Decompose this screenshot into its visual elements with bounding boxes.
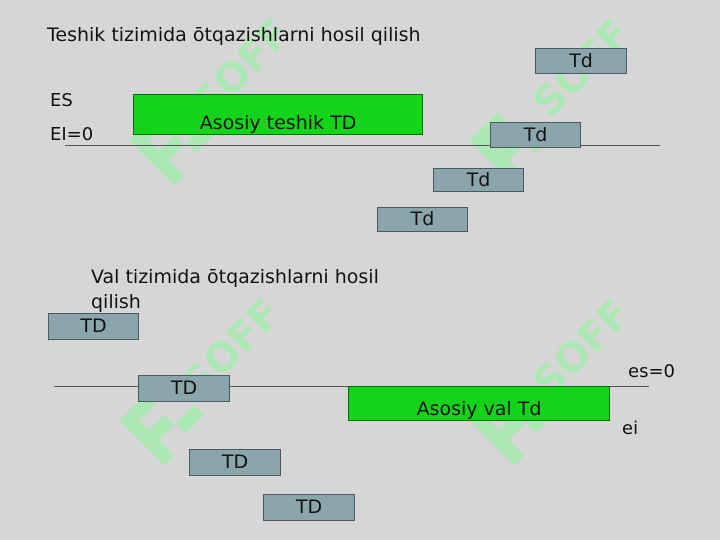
hole-fit-zone-label: Td <box>569 49 593 72</box>
shaft-ei-label: ei <box>622 418 639 439</box>
shaft-fit-zone-label: TD <box>295 496 323 518</box>
shaft-fit-zone-1: TD <box>48 313 139 340</box>
shaft-system-title: Val tizimida ōtqazishlarni hosil qilish <box>91 266 379 313</box>
main-shaft-tolerance-zone: Asosiy val Td <box>348 386 610 421</box>
shaft-fit-zone-3: TD <box>189 449 281 476</box>
hole-system-title: Teshik tizimida ōtqazishlarni hosil qili… <box>47 24 421 46</box>
hole-es-label: ES <box>50 90 73 111</box>
watermark-logo: SOFF <box>469 291 635 466</box>
hole-fit-zone-3: Td <box>433 168 524 192</box>
hole-zero-line <box>65 145 660 146</box>
hole-fit-zone-label: Td <box>466 168 491 191</box>
shaft-fit-zone-2: TD <box>138 375 230 402</box>
hole-fit-zone-label: Td <box>410 208 435 230</box>
hole-fit-zone-4: Td <box>377 207 468 232</box>
main-hole-tolerance-zone: Asosiy teshik TD <box>133 94 423 135</box>
main-hole-label: Asosiy teshik TD <box>199 112 357 134</box>
hole-fit-zone-1: Td <box>535 48 627 74</box>
shaft-fit-zone-label: TD <box>221 451 249 473</box>
hole-ei-zero-label: EI=0 <box>50 124 94 145</box>
shaft-fit-zone-label: TD <box>170 377 198 399</box>
shaft-es-zero-label: es=0 <box>628 361 675 382</box>
hole-fit-zone-2: Td <box>490 122 581 148</box>
main-shaft-label: Asosiy val Td <box>416 398 542 420</box>
shaft-fit-zone-label: TD <box>80 315 107 337</box>
shaft-fit-zone-4: TD <box>263 494 355 521</box>
hole-fit-zone-label: Td <box>523 123 548 146</box>
